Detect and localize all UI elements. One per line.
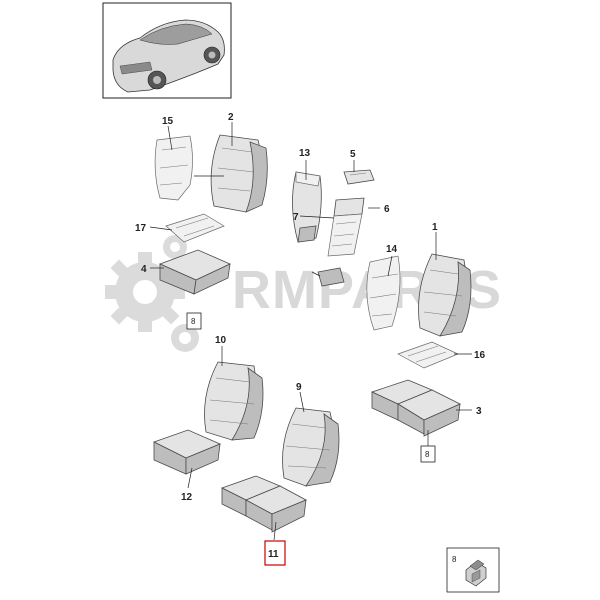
- part-17-seat-cover[interactable]: [165, 213, 225, 243]
- callout-4[interactable]: 4: [141, 264, 147, 275]
- callout-6[interactable]: 6: [384, 204, 390, 215]
- part-1-backrest[interactable]: [418, 253, 472, 337]
- callout-2[interactable]: 2: [228, 112, 234, 123]
- callout-7[interactable]: 7: [293, 212, 299, 223]
- reference-box-left-label: 8: [191, 317, 196, 326]
- legend-box: 8: [446, 547, 500, 593]
- callout-5[interactable]: 5: [350, 149, 356, 160]
- callout-14[interactable]: 14: [386, 244, 398, 255]
- callout-12[interactable]: 12: [181, 492, 193, 503]
- car-icon: [112, 19, 225, 93]
- part-14-backrest-cover[interactable]: [366, 255, 401, 331]
- reference-box-right[interactable]: 8: [420, 445, 436, 463]
- callouts: 15 2 13 5 6 7 17 4 14 1 16 3 10 9 12: [135, 112, 486, 503]
- callout-1[interactable]: 1: [432, 222, 438, 233]
- leader-lines: [149, 122, 472, 541]
- callout-17[interactable]: 17: [135, 223, 147, 234]
- callout-11-highlight[interactable]: 11: [264, 540, 286, 566]
- part-10-rear-backrest[interactable]: [204, 361, 264, 441]
- part-6-frame[interactable]: [327, 197, 365, 257]
- part-15-backrest-cover[interactable]: [154, 135, 193, 201]
- part-4-seat-cushion[interactable]: [158, 249, 231, 295]
- part-12-rear-seat-cushion[interactable]: [152, 429, 222, 475]
- vehicle-thumbnail: [102, 2, 232, 99]
- clip-icon: [465, 559, 487, 587]
- part-13-side-panel[interactable]: [292, 171, 322, 243]
- callout-9[interactable]: 9: [296, 382, 302, 393]
- callout-13[interactable]: 13: [299, 148, 311, 159]
- callout-15[interactable]: 15: [162, 116, 174, 127]
- legend-label: 8: [452, 555, 457, 564]
- reference-box-left[interactable]: 8: [186, 312, 202, 330]
- part-11-rear-seat-cushion[interactable]: [220, 475, 307, 533]
- part-3-seat[interactable]: [370, 379, 461, 437]
- reference-box-right-label: 8: [425, 450, 430, 459]
- part-16-seat-cover[interactable]: [397, 341, 459, 369]
- part-5-bracket[interactable]: [343, 169, 375, 185]
- callout-3[interactable]: 3: [476, 406, 482, 417]
- callout-16[interactable]: 16: [474, 350, 486, 361]
- part-7-armrest-pad[interactable]: [317, 267, 345, 287]
- watermark-gear-icon: [105, 235, 199, 352]
- part-2-backrest[interactable]: [210, 134, 268, 213]
- part-9-rear-backrest[interactable]: [282, 407, 340, 487]
- callout-11[interactable]: 11: [268, 549, 279, 560]
- callout-10[interactable]: 10: [215, 335, 227, 346]
